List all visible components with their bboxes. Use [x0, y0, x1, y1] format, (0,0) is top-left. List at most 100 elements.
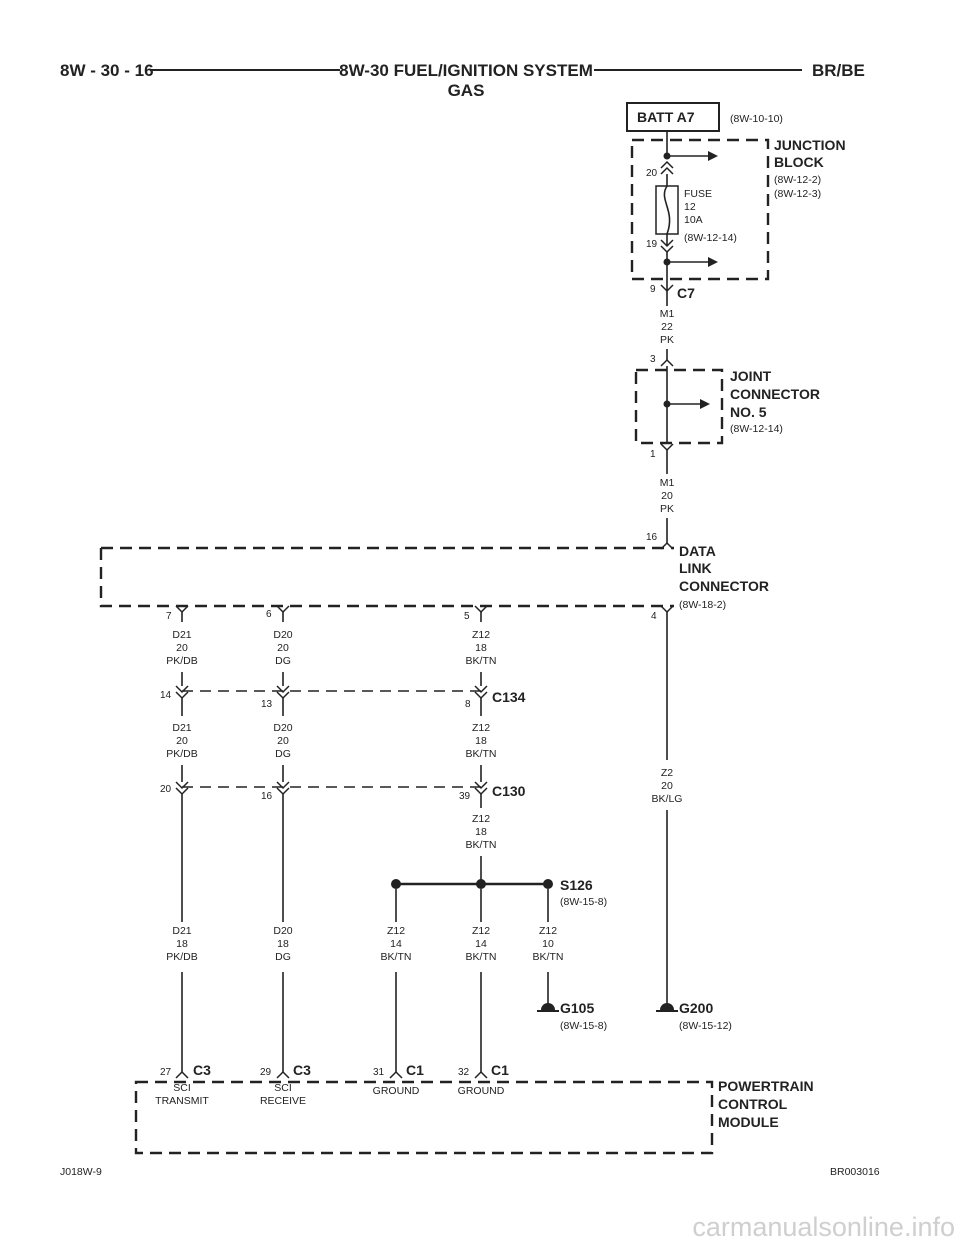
pcm-func-27-b: TRANSMIT — [155, 1095, 209, 1107]
jc5-ref: (8W-12-14) — [730, 423, 783, 435]
z12-f-color: BK/TN — [533, 951, 564, 963]
dlc-ref: (8W-18-2) — [679, 599, 726, 611]
jc5-name-3: NO. 5 — [730, 404, 767, 420]
dlc-name-1: DATA — [679, 543, 716, 559]
dlc-pin4-symbol — [660, 605, 674, 614]
pcm-pin32: 32 — [458, 1067, 470, 1078]
jb-pin20-symbol — [660, 160, 674, 175]
z12-b-gauge: 18 — [475, 735, 487, 747]
jc5-pin1-symbol — [660, 443, 674, 452]
dlc-name-3: CONNECTOR — [679, 578, 769, 594]
pcm-outline — [134, 1080, 714, 1155]
d21-a-color: PK/DB — [166, 655, 198, 667]
c130-pin20: 20 — [160, 784, 172, 795]
jb-ref-1: (8W-12-2) — [774, 174, 821, 186]
g200-label: G200 — [679, 1000, 713, 1016]
d21-b-circuit: D21 — [172, 722, 191, 734]
d20-a-circuit: D20 — [273, 629, 292, 641]
s126-node-center — [476, 879, 486, 889]
fuse-number: 12 — [684, 201, 696, 213]
pcm-name-1: POWERTRAIN — [718, 1078, 814, 1094]
z12-d-circuit: Z12 — [387, 925, 405, 937]
z12-d-gauge: 14 — [390, 938, 402, 950]
z12-a-gauge: 18 — [475, 642, 487, 654]
d20-c-color: DG — [275, 951, 291, 963]
z12-b-color: BK/TN — [466, 748, 497, 760]
d21-c-gauge: 18 — [176, 938, 188, 950]
jb-pin19: 19 — [646, 239, 658, 250]
dlc-name-2: LINK — [679, 560, 712, 576]
jb-name-2: BLOCK — [774, 154, 824, 170]
z12-e-gauge: 14 — [475, 938, 487, 950]
d21-c-circuit: D21 — [172, 925, 191, 937]
c134-pin14-symbol — [175, 685, 189, 700]
pcm-func-29-a: SCI — [274, 1082, 292, 1094]
jb-pin20: 20 — [646, 168, 658, 179]
pcm-conn-c1-b: C1 — [491, 1062, 509, 1078]
dlc-pin16: 16 — [646, 532, 658, 543]
s126-label: S126 — [560, 877, 593, 893]
pcm-func-32: GROUND — [458, 1085, 505, 1097]
fuse-label: FUSE — [684, 188, 712, 200]
z12-b-circuit: Z12 — [472, 722, 490, 734]
pcm-func-29-b: RECEIVE — [260, 1095, 306, 1107]
d21-b-color: PK/DB — [166, 748, 198, 760]
z2-circuit: Z2 — [661, 767, 673, 779]
page-ref: 8W - 30 - 16 — [60, 61, 154, 80]
pcm-pin31: 31 — [373, 1067, 385, 1078]
d21-b-gauge: 20 — [176, 735, 188, 747]
d20-c-circuit: D20 — [273, 925, 292, 937]
g200-ground-icon — [656, 1003, 678, 1012]
fuse-12-box — [655, 185, 679, 235]
jc5-pin3-symbol — [660, 358, 674, 367]
m1-upper-gauge: 22 — [661, 321, 673, 333]
z12-e-color: BK/TN — [466, 951, 497, 963]
d20-a-gauge: 20 — [277, 642, 289, 654]
dlc-pin6: 6 — [266, 609, 272, 620]
z12-c-color: BK/TN — [466, 839, 497, 851]
d20-a-color: DG — [275, 655, 291, 667]
c7-label: C7 — [677, 285, 695, 301]
jb-ref-2: (8W-12-3) — [774, 188, 821, 200]
d20-b-circuit: D20 — [273, 722, 292, 734]
footer-right-code: BR003016 — [830, 1166, 880, 1178]
junction-block-outline — [630, 138, 770, 281]
m1-lower-gauge: 20 — [661, 490, 673, 502]
batt-a7-label: BATT A7 — [637, 109, 695, 125]
page-subtitle: GAS — [448, 81, 485, 100]
jc5-arrow — [700, 399, 710, 409]
g105-ground-icon — [537, 1003, 559, 1012]
fuse-12-element — [663, 185, 671, 235]
s126-node-left — [391, 879, 401, 889]
jb-name-1: JUNCTION — [774, 137, 846, 153]
jc5-name-2: CONNECTOR — [730, 386, 820, 402]
dlc-outline — [99, 546, 674, 608]
m1-lower-circuit: M1 — [660, 477, 675, 489]
z12-f-circuit: Z12 — [539, 925, 557, 937]
model-code: BR/BE — [812, 61, 865, 80]
footer-left-code: J018W-9 — [60, 1166, 102, 1178]
jc5-pin3: 3 — [650, 354, 656, 365]
c130-pin20-symbol — [175, 781, 189, 796]
s126-node-right — [543, 879, 553, 889]
z12-a-color: BK/TN — [466, 655, 497, 667]
z2-color: BK/LG — [652, 793, 683, 805]
pcm-pin32-symbol — [474, 1070, 488, 1079]
d21-c-color: PK/DB — [166, 951, 198, 963]
batt-a7-box — [626, 102, 720, 132]
batt-a7-ref: (8W-10-10) — [730, 113, 783, 125]
z12-f-gauge: 10 — [542, 938, 554, 950]
z12-c-gauge: 18 — [475, 826, 487, 838]
z2-gauge: 20 — [661, 780, 673, 792]
c130-label: C130 — [492, 783, 526, 799]
c134-pin8: 8 — [465, 699, 471, 710]
z12-d-color: BK/TN — [381, 951, 412, 963]
c130-pin39: 39 — [459, 791, 471, 802]
pcm-func-31: GROUND — [373, 1085, 420, 1097]
pcm-name-2: CONTROL — [718, 1096, 788, 1112]
d20-c-gauge: 18 — [277, 938, 289, 950]
g200-ref: (8W-15-12) — [679, 1020, 732, 1032]
jb-arrow-bottom — [708, 257, 718, 267]
c134-pin13: 13 — [261, 699, 273, 710]
